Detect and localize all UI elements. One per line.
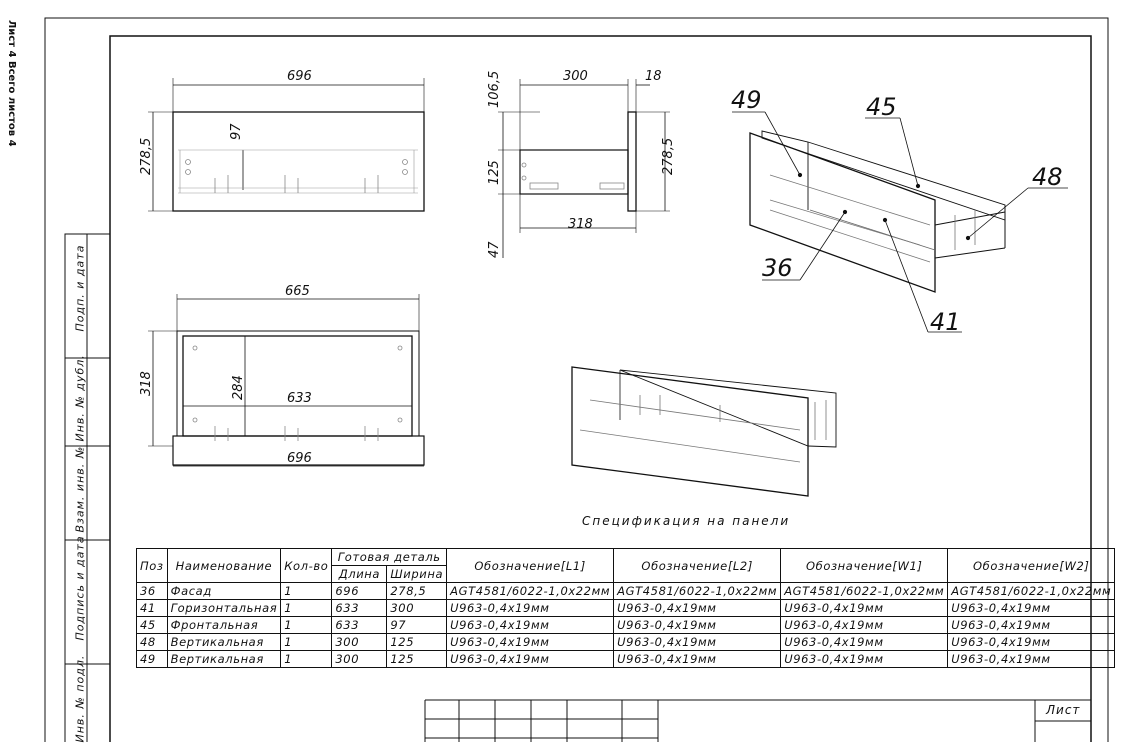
cell-l1: U963-0,4x19мм xyxy=(446,633,615,651)
iso-view-labelled xyxy=(732,111,1068,333)
cell-width: 125 xyxy=(386,650,448,668)
iso-label-45: 45 xyxy=(866,93,897,121)
cell-pos: 48 xyxy=(136,633,168,651)
table-row: 49 Вертикальная 1 300 125 U963-0,4x19мм … xyxy=(136,650,1116,668)
cell-name: Фронтальная xyxy=(166,616,282,634)
cell-length: 696 xyxy=(331,582,388,600)
stamp-label-orig-inv: Инв. № подл. xyxy=(73,654,87,743)
dim-front-inner-w: 633 xyxy=(287,391,312,406)
cell-w2: U963-0,4x19мм xyxy=(947,616,1116,634)
outer-frame xyxy=(44,17,1109,742)
sheet-caption: Лист 4 Всего листов 4 xyxy=(6,20,17,147)
dim-side-depth: 300 xyxy=(563,69,588,84)
cell-w2: U963-0,4x19мм xyxy=(947,633,1116,651)
cell-l1: AGT4581/6022-1,0x22мм xyxy=(446,582,615,600)
stamp-label-sign-date-1: Подп. и дата xyxy=(73,244,87,332)
table-row: 36 Фасад 1 696 278,5 AGT4581/6022-1,0x22… xyxy=(136,582,1116,600)
cell-w2: U963-0,4x19мм xyxy=(947,599,1116,617)
header-l1: Обозначение[L1] xyxy=(446,548,615,583)
cell-qty: 1 xyxy=(280,650,333,668)
header-w1: Обозначение[W1] xyxy=(780,548,949,583)
cell-qty: 1 xyxy=(280,616,333,634)
dim-side-height: 278,5 xyxy=(661,138,676,175)
dim-front-outer: 665 xyxy=(285,284,310,299)
cell-l1: U963-0,4x19мм xyxy=(446,650,615,668)
cell-l2: U963-0,4x19мм xyxy=(613,599,782,617)
iso-label-48: 48 xyxy=(1032,163,1063,191)
cell-qty: 1 xyxy=(280,633,333,651)
header-w2: Обозначение[W2] xyxy=(947,548,1116,583)
stamp-label-dup-inv: Инв. № дубл. xyxy=(73,354,87,442)
cell-length: 633 xyxy=(331,616,388,634)
cell-w2: U963-0,4x19мм xyxy=(947,650,1116,668)
cell-width: 97 xyxy=(386,616,448,634)
cell-length: 300 xyxy=(331,633,388,651)
cell-pos: 41 xyxy=(136,599,168,617)
dim-side-top-offset: 106,5 xyxy=(487,71,502,108)
dim-front-inner-h: 284 xyxy=(231,375,246,400)
header-pos: Поз xyxy=(136,548,168,583)
cell-w1: AGT4581/6022-1,0x22мм xyxy=(780,582,949,600)
front-view xyxy=(148,294,425,467)
table-row: 48 Вертикальная 1 300 125 U963-0,4x19мм … xyxy=(136,633,1116,651)
header-name: Наименование xyxy=(166,548,282,583)
dim-side-base: 318 xyxy=(568,217,593,232)
cell-qty: 1 xyxy=(280,582,333,600)
spec-title: Спецификация на панели xyxy=(582,514,791,528)
header-length: Длина xyxy=(331,565,388,583)
cell-name: Вертикальная xyxy=(166,633,282,651)
cell-w1: U963-0,4x19мм xyxy=(780,633,949,651)
cell-l2: AGT4581/6022-1,0x22мм xyxy=(613,582,782,600)
cell-l1: U963-0,4x19мм xyxy=(446,599,615,617)
dim-front-base: 696 xyxy=(287,451,312,466)
dim-front-height: 318 xyxy=(139,371,154,396)
cell-name: Вертикальная xyxy=(166,650,282,668)
cell-length: 633 xyxy=(331,599,388,617)
iso-label-49: 49 xyxy=(731,86,762,114)
table-row: 41 Горизонтальная 1 633 300 U963-0,4x19м… xyxy=(136,599,1116,617)
cell-width: 300 xyxy=(386,599,448,617)
cell-l2: U963-0,4x19мм xyxy=(613,616,782,634)
header-l2: Обозначение[L2] xyxy=(613,548,782,583)
table-row: 45 Фронтальная 1 633 97 U963-0,4x19мм U9… xyxy=(136,616,1116,634)
cell-w1: U963-0,4x19мм xyxy=(780,616,949,634)
cell-name: Горизонтальная xyxy=(166,599,282,617)
iso-label-36: 36 xyxy=(762,254,793,282)
top-view xyxy=(148,78,425,212)
header-qty: Кол-во xyxy=(280,548,333,583)
list-label: Лист xyxy=(1046,703,1081,717)
side-view xyxy=(498,79,670,258)
cell-pos: 49 xyxy=(136,650,168,668)
header-finished: Готовая деталь xyxy=(331,548,448,566)
dim-side-bottom: 47 xyxy=(487,241,502,258)
cell-l2: U963-0,4x19мм xyxy=(613,650,782,668)
cell-w1: U963-0,4x19мм xyxy=(780,599,949,617)
cell-l2: U963-0,4x19мм xyxy=(613,633,782,651)
dim-top-height: 278,5 xyxy=(139,138,154,175)
stamp-label-replace-inv: Взам. инв. № xyxy=(73,445,87,533)
cell-pos: 45 xyxy=(136,616,168,634)
cell-qty: 1 xyxy=(280,599,333,617)
dim-top-width: 696 xyxy=(287,69,312,84)
spec-table: Поз Наименование Кол-во Готовая деталь О… xyxy=(136,548,1116,668)
header-width: Ширина xyxy=(386,565,448,583)
cell-pos: 36 xyxy=(136,582,168,600)
stamp-label-sign-date-2: Подпись и дата xyxy=(73,535,87,641)
iso-view-plain xyxy=(571,366,837,497)
cell-width: 125 xyxy=(386,633,448,651)
cell-name: Фасад xyxy=(166,582,282,600)
side-stamp xyxy=(64,233,111,742)
dim-side-thick: 18 xyxy=(645,69,662,84)
cell-w2: AGT4581/6022-1,0x22мм xyxy=(947,582,1116,600)
cell-l1: U963-0,4x19мм xyxy=(446,616,615,634)
dim-top-inner: 97 xyxy=(229,123,244,140)
dim-side-mid: 125 xyxy=(487,160,502,185)
cell-w1: U963-0,4x19мм xyxy=(780,650,949,668)
iso-label-41: 41 xyxy=(930,308,961,336)
cell-length: 300 xyxy=(331,650,388,668)
cell-width: 278,5 xyxy=(386,582,448,600)
